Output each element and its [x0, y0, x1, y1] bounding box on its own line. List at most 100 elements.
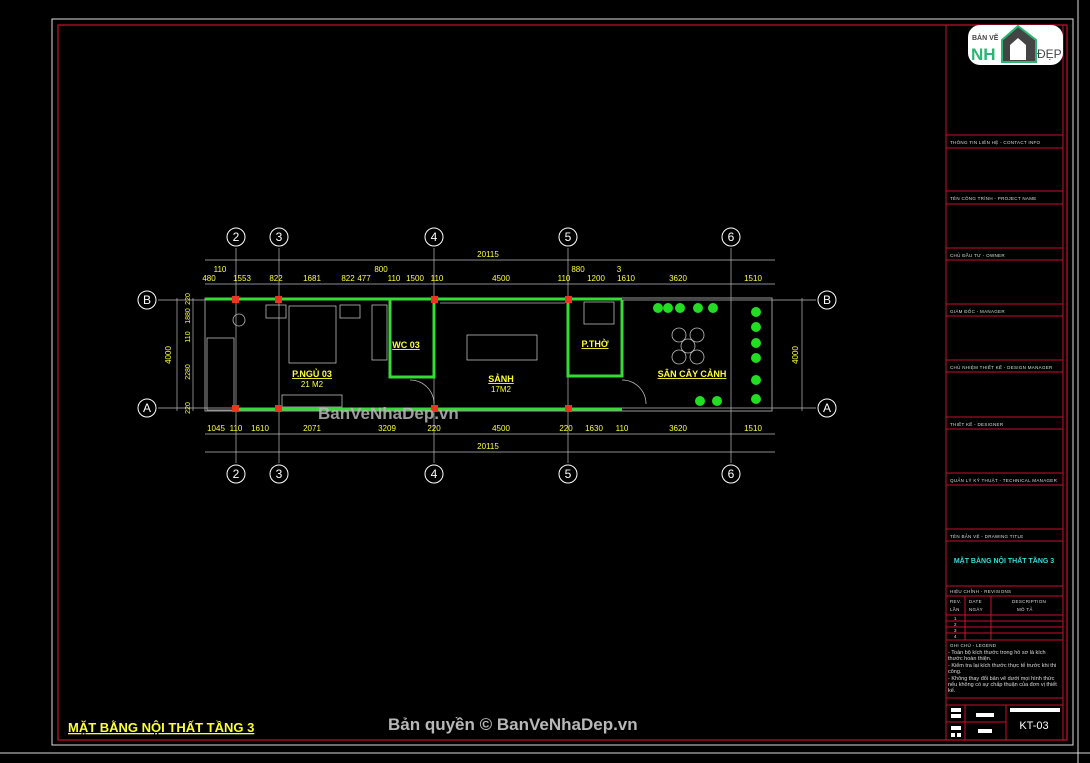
room-name: WC 03: [392, 340, 420, 350]
grid-label: 5: [565, 230, 572, 244]
rev-row: 4: [954, 634, 957, 639]
drawing-title: MẶT BẰNG NỘI THẤT TẦNG 3: [68, 720, 254, 735]
dim-top: 880: [571, 265, 585, 274]
design-manager-label: CHỦ NHIỆM THIẾT KẾ - DESIGN MANAGER: [950, 363, 1053, 370]
grid-label: 3: [276, 467, 283, 481]
project-label: TÊN CÔNG TRÌNH - PROJECT NAME: [950, 194, 1037, 201]
watermark-bottom: Bản quyền © BanVeNhaDep.vn: [388, 715, 638, 734]
grid-label: 2: [233, 230, 240, 244]
dim-top: 110: [388, 274, 401, 283]
dim-top: 1681: [303, 274, 321, 283]
room-area: 21 M2: [301, 380, 324, 389]
technical-label: QUẢN LÝ KỸ THUẬT - TECHNICAL MANAGER: [950, 477, 1058, 483]
dim-left: 110: [185, 331, 192, 342]
rev-col: DESCRIPTION: [1012, 599, 1046, 604]
drawing-title-label: TÊN BẢN VẼ - DRAWING TITLE: [950, 532, 1024, 539]
dim-total-top: 20115: [477, 250, 499, 259]
note: - Không thay đổi bản vẽ dưới mọi hình th…: [948, 675, 1057, 695]
title-block-marks: [951, 708, 1060, 737]
dim-bottom: 110: [616, 424, 629, 433]
walls: [205, 297, 624, 411]
dim-bottom: 1510: [744, 424, 762, 433]
dim-bottom: 3620: [669, 424, 687, 433]
grid-bubble-B: B: [137, 290, 157, 310]
grid-bubble-2: 2: [226, 227, 246, 247]
room-area: 17M2: [491, 385, 512, 394]
grid-label: 6: [728, 230, 735, 244]
rev-col: DATE: [969, 599, 982, 604]
dim-bottom: 220: [559, 424, 573, 433]
title-block-drawing-title: MẶT BẰNG NỘI THẤT TẦNG 3: [954, 555, 1054, 565]
logo: BẢN VẼ NH ĐẸP: [968, 24, 1063, 65]
grid-label: 4: [431, 467, 438, 481]
legend-label: GHI CHÚ - LEGEND: [950, 642, 997, 648]
grid-bubble-A: A: [137, 398, 157, 418]
room-name: SÂN CÂY CẢNH: [658, 368, 727, 379]
columns: [232, 296, 572, 412]
grid-bubble-4: 4: [424, 464, 444, 484]
grid-bubble-6: 6: [721, 464, 741, 484]
watermark-center: BanVeNhaDep.vn: [318, 404, 459, 423]
title-block-labels: THÔNG TIN LIÊN HỆ - CONTACT INFO TÊN CÔN…: [950, 138, 1058, 648]
dim-left: 2280: [185, 364, 192, 380]
grid-bubble-5: 5: [558, 464, 578, 484]
rev-col: NGÀY: [969, 606, 983, 612]
contact-label: THÔNG TIN LIÊN HỆ - CONTACT INFO: [950, 138, 1041, 145]
dim-top: 110: [431, 274, 444, 283]
dim-bottom: 1045: [207, 424, 225, 433]
grid-label: A: [823, 401, 831, 415]
logo-text: NH: [971, 45, 996, 64]
grid-label: B: [143, 293, 151, 307]
room-name: SẢNH: [488, 373, 514, 384]
revisions-label: HIỆU CHỈNH - REVISIONS: [950, 587, 1011, 594]
dim-top: 822: [269, 274, 283, 283]
grid-bubble-4: 4: [424, 227, 444, 247]
grid-bubble-5: 5: [558, 227, 578, 247]
rev-col: LẦN: [950, 606, 960, 612]
grid-label: 5: [565, 467, 572, 481]
dim-top: 1553: [233, 274, 251, 283]
grid-label: A: [143, 401, 151, 415]
note: - Toàn bộ kích thước trong hồ sơ là kích…: [948, 650, 1046, 663]
grid-bubble-6: 6: [721, 227, 741, 247]
logo-text: ĐẸP: [1037, 47, 1062, 61]
rev-row: 1: [954, 616, 957, 621]
dim-bottom: 1610: [251, 424, 269, 433]
grid-label: 2: [233, 467, 240, 481]
dim-bottom: 220: [427, 424, 441, 433]
owner-label: CHỦ ĐẦU TƯ - OWNER: [950, 252, 1005, 258]
rev-col: MÔ TẢ: [1017, 606, 1033, 612]
manager-label: GIÁM ĐỐC - MANAGER: [950, 308, 1005, 314]
rev-row: 3: [954, 628, 957, 633]
dim-left: 220: [185, 293, 192, 305]
dim-height-left: 4000: [164, 346, 173, 364]
grid-label: B: [823, 293, 831, 307]
dim-height-right: 4000: [791, 346, 800, 364]
floor-plan: P.NGỦ 03 21 M2 WC 03 SẢNH 17M2 P.THỜ SÂN…: [204, 296, 773, 412]
dim-top: 1510: [744, 274, 762, 283]
dim-top: 800: [374, 265, 388, 274]
grid-label: 6: [728, 467, 735, 481]
grid-bubble-A: A: [817, 398, 837, 418]
dim-bottom: 3209: [378, 424, 396, 433]
dim-top: 4500: [492, 274, 510, 283]
dim-left: 1880: [185, 308, 192, 324]
grid-bubble-B: B: [817, 290, 837, 310]
grid-label: 3: [276, 230, 283, 244]
dim-top: 1500: [406, 274, 424, 283]
room-name: P.NGỦ 03: [292, 368, 332, 379]
dim-top: 477: [357, 274, 371, 283]
plants: [653, 303, 761, 406]
sheet-number: KT-03: [1019, 720, 1048, 732]
note: - Kiểm tra lại kích thước thực tế trước …: [948, 662, 1057, 676]
inner-frame: [57, 24, 1068, 741]
dim-bottom: 1630: [585, 424, 603, 433]
rev-row: 2: [954, 622, 957, 627]
outer-frame: [51, 18, 1074, 746]
dim-bottom: 110: [230, 424, 243, 433]
dim-top: 3: [617, 265, 622, 274]
grid-bubble-3: 3: [269, 464, 289, 484]
